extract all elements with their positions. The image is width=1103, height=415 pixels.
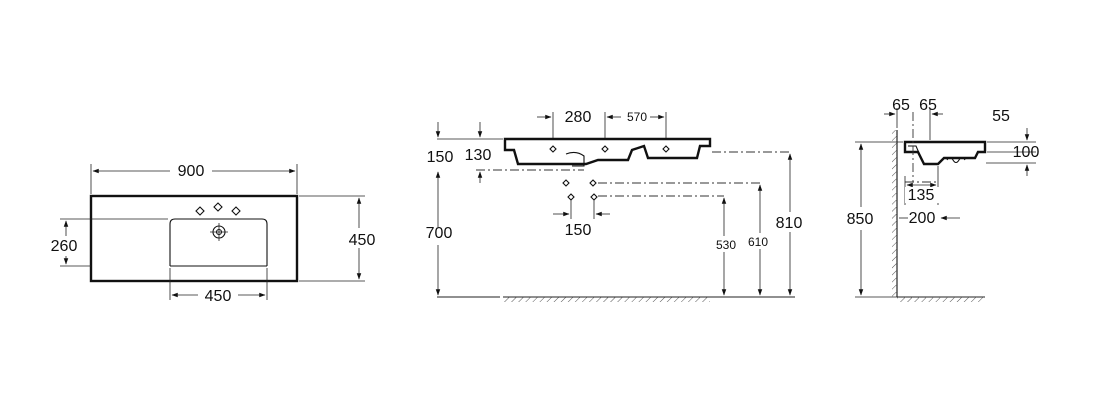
- tap-hole-markers: [195, 202, 241, 216]
- mount-height-label: 850: [847, 211, 874, 228]
- tap-offset-label: 570: [627, 110, 647, 124]
- trap-depth-label: 200: [909, 210, 936, 227]
- tap-spacing-label: 280: [565, 109, 592, 126]
- width-label: 900: [178, 163, 205, 180]
- depth-label: 450: [349, 232, 376, 249]
- wall-offset-b-label: 65: [919, 97, 937, 114]
- bowl-offset-label: 260: [51, 238, 78, 255]
- wall-hatch: [892, 130, 897, 297]
- bowl-depth-label: 130: [465, 147, 492, 164]
- front-view: 280 570 150 130 700 150 530 610: [426, 109, 808, 302]
- bowl-outline: [169, 218, 268, 266]
- waste-spacing-label: 150: [565, 222, 592, 239]
- floor-hatch: [503, 297, 710, 302]
- trap-offset-label: 135: [908, 187, 935, 204]
- drain-symbol: [210, 223, 228, 241]
- rim-height-label: 150: [427, 149, 454, 166]
- basin-side-profile: [903, 140, 987, 166]
- waste-height-high-label: 610: [748, 235, 768, 249]
- wall-offset-a-label: 65: [892, 97, 910, 114]
- basin-outline: [89, 194, 299, 283]
- bowl-width-label: 450: [205, 288, 232, 305]
- waste-height-low-label: 530: [716, 238, 736, 252]
- top-view: 900 450 260 450: [46, 160, 381, 305]
- top-height-label: 700: [426, 225, 453, 242]
- rim-label: 100: [1013, 144, 1040, 161]
- depth-right-label: 55: [992, 108, 1010, 125]
- overall-height-label: 810: [776, 215, 803, 232]
- side-view: 65 65 55 100 135 200 850: [847, 97, 1040, 302]
- basin-front-profile: [503, 137, 712, 166]
